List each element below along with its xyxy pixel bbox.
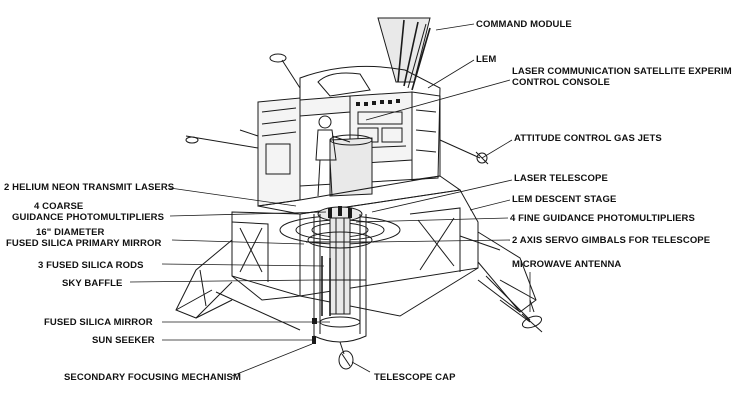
label-telescope-cap: TELESCOPE CAP [374, 372, 456, 383]
telescope-assembly [279, 206, 401, 370]
label-console-line2: CONTROL CONSOLE [512, 77, 610, 88]
label-fine-guidance: 4 FINE GUIDANCE PHOTOMULTIPLIERS [510, 213, 695, 224]
label-attitude-jets: ATTITUDE CONTROL GAS JETS [514, 133, 662, 144]
label-lem-descent: LEM DESCENT STAGE [512, 194, 616, 205]
label-sun-seeker: SUN SEEKER [92, 335, 155, 346]
lem-descent-stage-drawing [175, 189, 537, 331]
label-mirror-line1: 16" DIAMETER [36, 227, 105, 238]
microwave-antenna-drawing [499, 299, 543, 333]
attitude-jet-right [439, 139, 489, 165]
label-servo-gimbals: 2 AXIS SERVO GIMBALS FOR TELESCOPE [512, 235, 710, 246]
labels: COMMAND MODULE LEM LASER COMMUNICATION S… [4, 19, 732, 383]
label-helium-neon: 2 HELIUM NEON TRANSMIT LASERS [4, 182, 174, 193]
label-fused-mirror: FUSED SILICA MIRROR [44, 317, 153, 328]
label-silica-rods: 3 FUSED SILICA RODS [38, 260, 144, 271]
label-command-module: COMMAND MODULE [476, 19, 572, 30]
label-microwave-antenna: MICROWAVE ANTENNA [512, 259, 621, 270]
label-coarse-line2: GUIDANCE PHOTOMULTIPLIERS [12, 212, 164, 223]
label-secondary-focusing: SECONDARY FOCUSING MECHANISM [64, 372, 241, 383]
label-coarse-line1: 4 COARSE [34, 201, 83, 212]
label-sky-baffle: SKY BAFFLE [62, 278, 122, 289]
leader-lines [129, 23, 531, 377]
label-console-line1: LASER COMMUNICATION SATELLITE EXPERIMENT [512, 66, 732, 77]
label-mirror-line2: FUSED SILICA PRIMARY MIRROR [6, 238, 161, 249]
lem-ascent-stage [257, 65, 462, 215]
label-laser-telescope: LASER TELESCOPE [514, 173, 608, 184]
left-rcs-quad [185, 53, 301, 149]
label-lem: LEM [476, 54, 496, 65]
command-module-drawing [377, 17, 431, 91]
